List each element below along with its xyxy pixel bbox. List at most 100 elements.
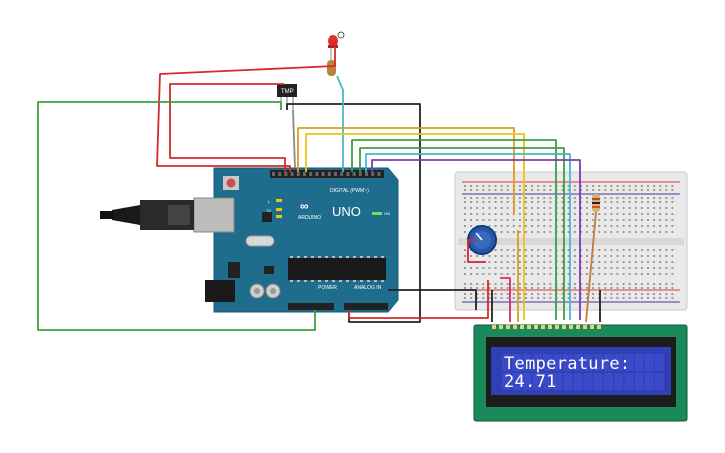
hole [640, 293, 643, 295]
hole [506, 197, 509, 199]
hole [659, 297, 662, 299]
hole [494, 293, 497, 295]
wire-green-d[interactable] [351, 139, 557, 320]
hole [518, 297, 521, 299]
hole [604, 373, 613, 390]
hole [665, 213, 668, 215]
wire-purple[interactable] [371, 159, 581, 320]
hole [647, 201, 649, 203]
wire-red-5v[interactable] [348, 280, 489, 319]
hole [610, 255, 613, 257]
hole [634, 261, 637, 263]
hole [655, 373, 664, 390]
hole [494, 213, 497, 215]
hole [488, 201, 491, 203]
hole [647, 197, 649, 199]
hole [506, 261, 509, 263]
hole [647, 287, 649, 289]
hole [488, 267, 491, 269]
wire-red-pot[interactable] [467, 239, 486, 263]
red-led[interactable] [328, 31, 345, 60]
hole [464, 231, 466, 233]
hole [518, 293, 521, 295]
hole [597, 325, 601, 329]
hole [476, 283, 479, 285]
hole [610, 185, 613, 187]
hole [500, 283, 503, 285]
hole [640, 297, 643, 299]
hole [647, 249, 649, 251]
hole [494, 201, 497, 203]
wire-cyan-led[interactable] [336, 75, 344, 172]
wire-cyan-d[interactable] [365, 153, 571, 320]
breadboard-resistor[interactable] [592, 194, 600, 212]
wire-black-loop[interactable] [286, 103, 421, 323]
hole [525, 297, 527, 299]
hole [278, 172, 282, 176]
hole [616, 267, 619, 269]
hole [573, 273, 576, 275]
wire-green-d2[interactable] [359, 147, 565, 320]
hole [634, 213, 637, 215]
wire-yellow[interactable] [305, 133, 525, 320]
hole [531, 231, 534, 233]
hole [634, 197, 637, 199]
wire-green-loop[interactable] [37, 101, 316, 331]
wire-gray-sensor[interactable] [292, 109, 296, 169]
hole [647, 293, 649, 295]
dc-power-jack[interactable] [205, 280, 235, 302]
hole [616, 231, 619, 233]
hole [531, 261, 534, 263]
wire-brown-lcd[interactable] [585, 211, 597, 323]
led-resistor[interactable] [327, 60, 336, 76]
hole [525, 255, 527, 257]
usb-port[interactable] [193, 197, 235, 233]
hole [586, 293, 588, 295]
wire-red-sensor[interactable] [169, 83, 286, 172]
hole [464, 297, 466, 299]
hole [561, 185, 564, 187]
hole [634, 249, 637, 251]
hole [500, 219, 503, 221]
hole [671, 255, 674, 257]
hole [616, 273, 619, 275]
hole [604, 293, 607, 295]
hole [610, 293, 613, 295]
hole [494, 267, 497, 269]
analog-label: ANALOG IN [354, 285, 382, 291]
wire-orange[interactable] [297, 127, 515, 215]
hole [598, 219, 601, 221]
hole [567, 231, 570, 233]
hole [653, 267, 656, 269]
hole [537, 201, 540, 203]
hole [543, 267, 546, 269]
hole [616, 213, 619, 215]
hole [610, 213, 613, 215]
breadboard[interactable] [454, 171, 688, 311]
hole [321, 172, 325, 176]
hole [592, 231, 595, 233]
hole [598, 213, 601, 215]
wire-red-led[interactable] [156, 40, 336, 172]
board-model: UNO [332, 204, 361, 219]
l-label: L [268, 199, 271, 204]
hole [634, 293, 637, 295]
hole [488, 189, 491, 191]
hole [537, 213, 540, 215]
hole [653, 287, 656, 289]
hole [464, 283, 466, 285]
lcd-module[interactable]: Temperature: 24.71 [473, 324, 688, 422]
hole [622, 261, 625, 263]
hole [622, 207, 625, 209]
hole [464, 293, 466, 295]
wire-pink-lcd[interactable] [500, 277, 511, 322]
reset-button[interactable] [226, 178, 236, 188]
potentiometer[interactable] [467, 225, 497, 255]
arduino-board[interactable]: DIGITAL (PWM~) ∞ ARDUINO UNO L TX RX ON [193, 167, 399, 313]
led-info-icon[interactable] [337, 31, 345, 39]
hole [506, 213, 509, 215]
hole [592, 255, 595, 257]
hole [488, 293, 491, 295]
hole [374, 256, 377, 258]
wire-black-gnd[interactable] [388, 289, 477, 310]
